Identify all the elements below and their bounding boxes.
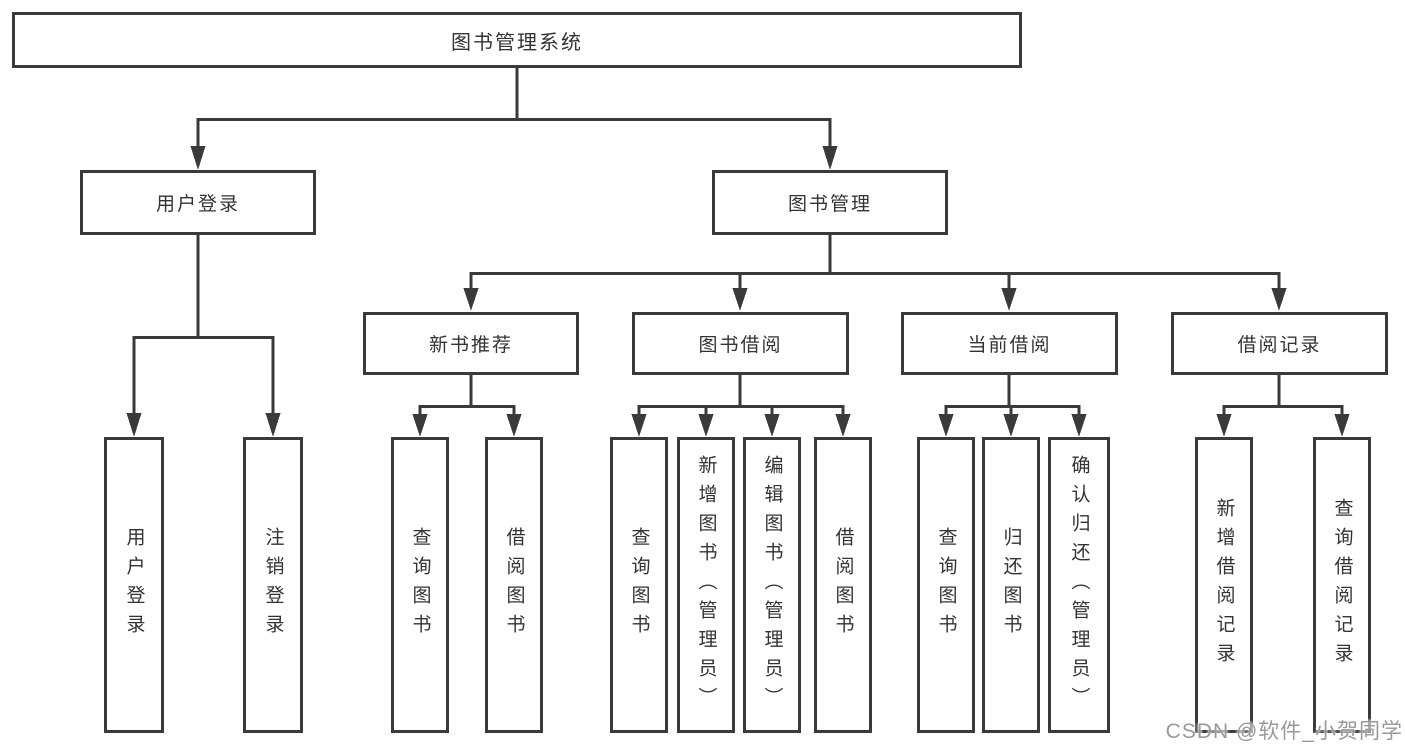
leaf-label: 新增借阅记录	[1213, 498, 1235, 672]
connector-borrow-rail	[637, 405, 845, 415]
connector-user-login-rail	[132, 336, 275, 413]
node-label: 图书借阅	[698, 335, 783, 356]
arrowhead-icon	[1001, 288, 1017, 311]
arrowhead-icon	[126, 413, 142, 437]
arrowhead-icon	[265, 413, 281, 437]
leaf-label: 确认归还（管理员）	[1068, 454, 1090, 716]
arrowhead-icon	[1071, 414, 1087, 437]
leaf-query-books-current: 查询图书	[917, 437, 975, 733]
leaf-label: 查询图书	[935, 527, 957, 643]
node-book-borrowing: 图书借阅	[632, 312, 849, 375]
node-root-label: 图书管理系统	[451, 31, 583, 54]
leaf-query-books-recommend: 查询图书	[391, 437, 449, 733]
node-root: 图书管理系统	[12, 12, 1022, 68]
arrowhead-icon	[506, 414, 522, 437]
leaf-user-login: 用户登录	[104, 437, 164, 733]
node-current-borrowing: 当前借阅	[901, 312, 1118, 375]
node-user-login-branch: 用户登录	[80, 170, 316, 235]
leaf-borrow-books-recommend: 借阅图书	[485, 437, 543, 733]
connector-records-rail	[1222, 405, 1344, 415]
connector-group-trunks	[469, 373, 1281, 408]
leaf-label: 编辑图书（管理员）	[761, 454, 783, 716]
leaf-label: 归还图书	[1000, 527, 1022, 643]
node-new-book-recommend: 新书推荐	[363, 312, 579, 375]
node-book-management-branch: 图书管理	[712, 170, 948, 235]
leaf-label: 查询图书	[409, 527, 431, 643]
arrowhead-icon	[412, 414, 428, 437]
connector-current-rail	[944, 405, 1081, 415]
arrowhead-icon	[1334, 414, 1350, 437]
arrowhead-icon	[764, 414, 780, 437]
arrowhead-icon	[190, 146, 206, 170]
connector-level2-rail	[196, 118, 832, 150]
node-label: 借阅记录	[1237, 335, 1322, 356]
node-label: 图书管理	[787, 194, 872, 215]
arrowhead-icon	[1216, 414, 1232, 437]
leaf-label: 借阅图书	[832, 527, 854, 643]
leaf-label: 新增图书（管理员）	[695, 454, 717, 716]
node-borrowing-records: 借阅记录	[1171, 312, 1388, 375]
arrowhead-icon	[1271, 288, 1287, 311]
leaf-label: 查询图书	[628, 527, 650, 643]
leaf-label: 注销登录	[262, 527, 284, 643]
leaf-edit-book-admin: 编辑图书（管理员）	[743, 437, 801, 733]
connector-recommend-rail	[418, 405, 516, 415]
leaf-add-book-admin: 新增图书（管理员）	[677, 437, 735, 733]
arrowhead-icon	[1003, 414, 1019, 437]
arrowhead-icon	[631, 414, 647, 437]
leaf-confirm-return-admin: 确认归还（管理员）	[1048, 437, 1110, 733]
leaf-label: 借阅图书	[503, 527, 525, 643]
leaf-label: 查询借阅记录	[1331, 498, 1353, 672]
leaf-logout: 注销登录	[243, 437, 303, 733]
connector-level3-rail	[469, 272, 1281, 289]
watermark: CSDN @软件_小贺同学	[1165, 720, 1403, 743]
leaf-query-borrow-record: 查询借阅记录	[1313, 437, 1371, 733]
leaf-label: 用户登录	[123, 527, 145, 643]
arrowhead-icon	[822, 146, 838, 170]
leaf-add-borrow-record: 新增借阅记录	[1195, 437, 1253, 733]
node-label: 用户登录	[155, 194, 240, 215]
leaf-return-book: 归还图书	[982, 437, 1040, 733]
arrowhead-icon	[698, 414, 714, 437]
arrowhead-icon	[938, 414, 954, 437]
arrowhead-icon	[835, 414, 851, 437]
node-label: 当前借阅	[967, 335, 1052, 356]
arrowhead-icon	[463, 288, 479, 311]
leaf-query-books-borrow: 查询图书	[610, 437, 668, 733]
node-label: 新书推荐	[428, 335, 513, 356]
arrowhead-icon	[732, 288, 748, 311]
leaf-borrow-books: 借阅图书	[814, 437, 872, 733]
